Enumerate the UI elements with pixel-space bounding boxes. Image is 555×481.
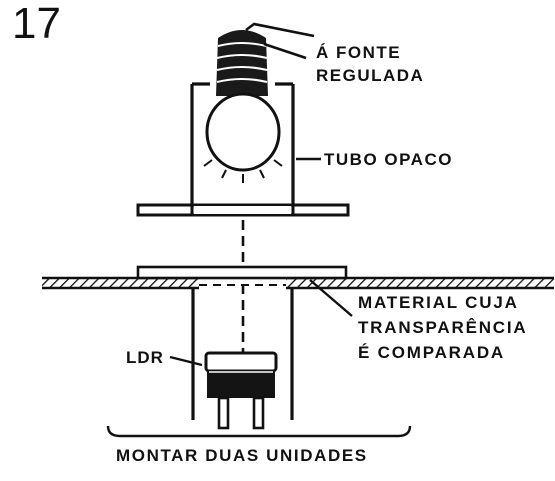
material-sample [136,265,348,280]
light-rays [203,159,283,183]
lamp-bulb [205,92,281,172]
opaque-tube [190,82,295,214]
lamp-socket [216,30,268,96]
source-label-line2: REGULADA [316,66,424,85]
lower-tube [191,288,294,420]
material-label-line2: TRANSPARÊNCIA [358,318,527,337]
mount-bracket [106,425,412,438]
material-label-line1: MATERIAL CUJA [358,293,519,312]
tube-label: TUBO OPACO [324,150,453,169]
ldr-label: LDR [126,348,164,367]
ldr-sensor [204,351,278,398]
flange-opening [194,206,291,214]
material-label-line3: É COMPARADA [358,343,505,362]
leader-lines [169,157,353,367]
test-panel [42,276,554,290]
figure-number: 17 [12,0,61,48]
lamp-leads [245,22,315,60]
mount-label: MONTAR DUAS UNIDADES [116,446,368,465]
ldr-pins [217,396,265,430]
source-label-line1: Á FONTE [316,43,401,62]
